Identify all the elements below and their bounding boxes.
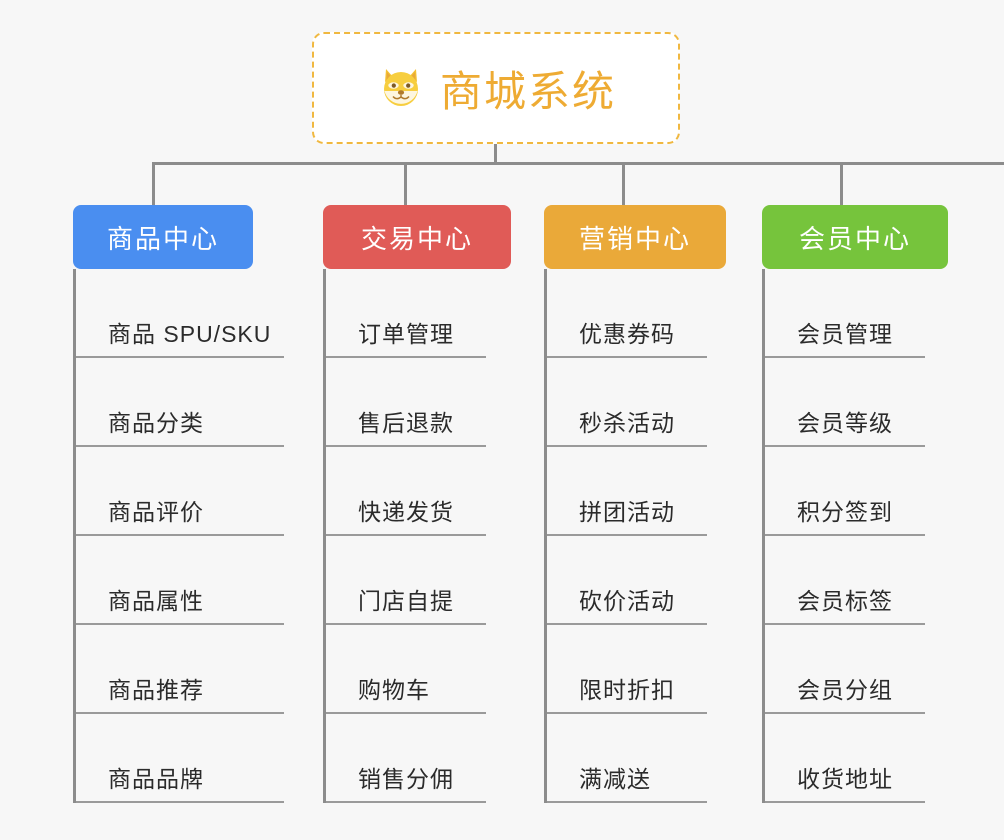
branch-header-label: 商品中心 xyxy=(106,223,219,254)
leaf-underline xyxy=(326,534,486,536)
list-item[interactable]: 拼团活动 xyxy=(547,447,707,536)
branch-header-label: 营销中心 xyxy=(578,223,691,254)
branch-header-1[interactable]: 商品中心 xyxy=(73,205,253,269)
leaf-underline xyxy=(76,356,284,358)
leaf-underline xyxy=(765,445,925,447)
root-node[interactable]: 商城系统 xyxy=(312,32,680,144)
list-item[interactable]: 商品品牌 xyxy=(76,714,285,803)
branch-header-label: 会员中心 xyxy=(798,223,911,254)
leaf-list-4: 会员管理 会员等级 积分签到 会员标签 会员分组 收货地址 xyxy=(762,269,925,803)
leaf-label: 门店自提 xyxy=(358,588,454,614)
branch-connector-drop xyxy=(622,163,625,205)
leaf-label: 限时折扣 xyxy=(579,677,675,703)
branch-connector-drop xyxy=(404,163,407,205)
list-item[interactable]: 积分签到 xyxy=(765,447,925,536)
list-item[interactable]: 会员等级 xyxy=(765,358,925,447)
leaf-label: 订单管理 xyxy=(358,321,454,347)
list-item[interactable]: 限时折扣 xyxy=(547,625,707,714)
leaf-list-2: 订单管理 售后退款 快递发货 门店自提 购物车 销售分佣 xyxy=(323,269,486,803)
leaf-label: 秒杀活动 xyxy=(579,410,675,436)
branch-connector-horizontal xyxy=(152,162,1004,165)
leaf-label: 商品推荐 xyxy=(108,677,204,703)
leaf-underline xyxy=(326,356,486,358)
list-item[interactable]: 商品 SPU/SKU xyxy=(76,269,285,358)
list-item[interactable]: 售后退款 xyxy=(326,358,486,447)
leaf-label: 收货地址 xyxy=(797,766,893,792)
root-title: 商城系统 xyxy=(439,67,616,115)
leaf-label: 商品评价 xyxy=(108,499,204,525)
leaf-label: 优惠券码 xyxy=(579,321,675,347)
leaf-label: 砍价活动 xyxy=(579,588,675,614)
leaf-underline xyxy=(76,801,284,803)
list-item[interactable]: 商品评价 xyxy=(76,447,285,536)
list-item[interactable]: 购物车 xyxy=(326,625,486,714)
list-item[interactable]: 会员标签 xyxy=(765,536,925,625)
leaf-underline xyxy=(765,356,925,358)
list-item[interactable]: 快递发货 xyxy=(326,447,486,536)
branch-header-4[interactable]: 会员中心 xyxy=(762,205,948,269)
leaf-underline xyxy=(765,623,925,625)
leaf-label: 会员标签 xyxy=(797,588,893,614)
leaf-underline xyxy=(76,534,284,536)
leaf-label: 商品属性 xyxy=(108,588,204,614)
leaf-underline xyxy=(547,623,707,625)
leaf-underline xyxy=(76,445,284,447)
leaf-underline xyxy=(326,445,486,447)
leaf-label: 会员分组 xyxy=(797,677,893,703)
branch-header-3[interactable]: 营销中心 xyxy=(544,205,726,269)
leaf-label: 商品 SPU/SKU xyxy=(108,321,272,347)
list-item[interactable]: 会员管理 xyxy=(765,269,925,358)
leaf-list-1: 商品 SPU/SKU 商品分类 商品评价 商品属性 商品推荐 商品品牌 xyxy=(73,269,285,803)
leaf-underline xyxy=(547,356,707,358)
branch-connector-drop xyxy=(840,163,843,205)
list-item[interactable]: 商品分类 xyxy=(76,358,285,447)
leaf-underline xyxy=(326,623,486,625)
leaf-list-3: 优惠券码 秒杀活动 拼团活动 砍价活动 限时折扣 满减送 xyxy=(544,269,707,803)
shiba-dog-face-icon xyxy=(376,63,426,113)
list-item[interactable]: 订单管理 xyxy=(326,269,486,358)
leaf-underline xyxy=(765,712,925,714)
leaf-label: 商品分类 xyxy=(108,410,204,436)
branch-header-label: 交易中心 xyxy=(360,223,473,254)
leaf-label: 购物车 xyxy=(358,677,430,703)
leaf-label: 积分签到 xyxy=(797,499,893,525)
list-item[interactable]: 销售分佣 xyxy=(326,714,486,803)
list-item[interactable]: 会员分组 xyxy=(765,625,925,714)
leaf-underline xyxy=(765,801,925,803)
leaf-underline xyxy=(547,712,707,714)
list-item[interactable]: 砍价活动 xyxy=(547,536,707,625)
leaf-label: 拼团活动 xyxy=(579,499,675,525)
leaf-label: 会员管理 xyxy=(797,321,893,347)
list-item[interactable]: 商品推荐 xyxy=(76,625,285,714)
leaf-label: 商品品牌 xyxy=(108,766,204,792)
list-item[interactable]: 门店自提 xyxy=(326,536,486,625)
leaf-underline xyxy=(326,801,486,803)
root-connector-vertical xyxy=(494,144,497,164)
leaf-underline xyxy=(76,712,284,714)
list-item[interactable]: 秒杀活动 xyxy=(547,358,707,447)
list-item[interactable]: 收货地址 xyxy=(765,714,925,803)
leaf-underline xyxy=(326,712,486,714)
list-item[interactable]: 优惠券码 xyxy=(547,269,707,358)
branch-connector-drop xyxy=(152,163,155,205)
list-item[interactable]: 满减送 xyxy=(547,714,707,803)
branch-header-2[interactable]: 交易中心 xyxy=(323,205,511,269)
leaf-label: 快递发货 xyxy=(358,499,454,525)
leaf-underline xyxy=(76,623,284,625)
leaf-underline xyxy=(547,445,707,447)
leaf-label: 满减送 xyxy=(579,766,651,792)
leaf-label: 销售分佣 xyxy=(358,766,454,792)
leaf-underline xyxy=(547,801,707,803)
leaf-underline xyxy=(547,534,707,536)
list-item[interactable]: 商品属性 xyxy=(76,536,285,625)
leaf-label: 售后退款 xyxy=(358,410,454,436)
leaf-label: 会员等级 xyxy=(797,410,893,436)
leaf-underline xyxy=(765,534,925,536)
